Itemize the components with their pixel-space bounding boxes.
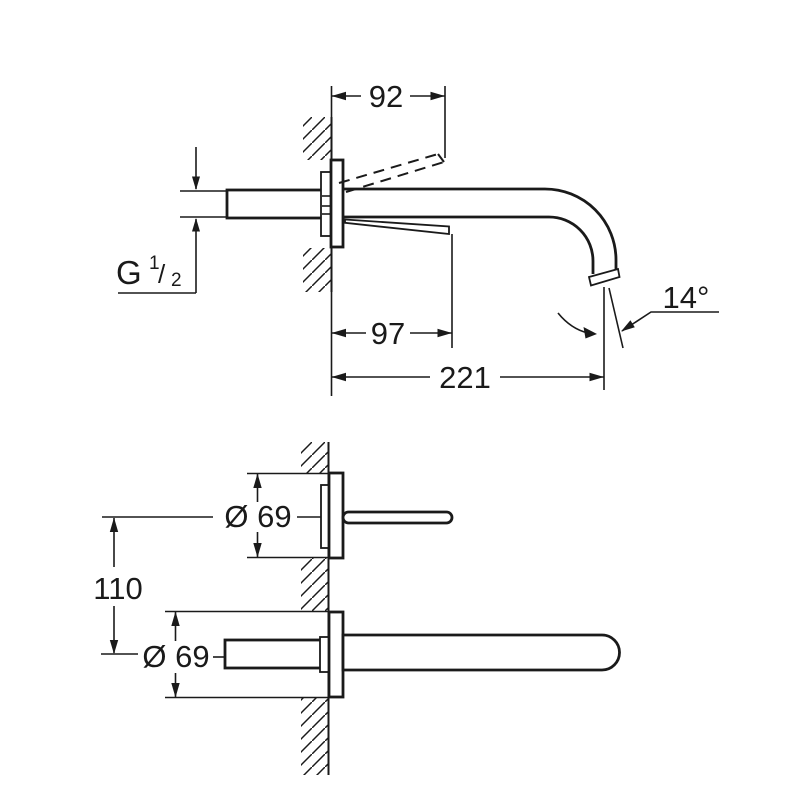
lever-rest-wedge — [344, 218, 450, 236]
escutcheon-side — [329, 158, 345, 249]
escutcheon — [327, 471, 345, 560]
installation-view: Ø 69 110 Ø 69 — [93, 442, 621, 775]
cartridge-ticks — [322, 195, 330, 215]
dimension-value: 92 — [369, 79, 403, 114]
arrowhead-down — [109, 640, 119, 654]
arrowhead-left — [331, 372, 346, 382]
thread-stem — [180, 188, 333, 220]
handle-unit — [297, 471, 454, 560]
lever-rod — [341, 510, 454, 525]
arrowhead-right — [430, 91, 445, 101]
inwall-supply-body — [223, 638, 329, 670]
dimension-angle-14: 14° — [557, 280, 719, 349]
stream-angle-line — [608, 287, 624, 349]
lever-dashed-tip — [437, 153, 445, 163]
spout-unit — [223, 610, 621, 699]
dimension-221: 221 — [331, 287, 605, 395]
wall-hatch-bottom — [301, 697, 328, 775]
arrowhead-leader — [621, 320, 635, 332]
thread-label-slash: / — [158, 259, 166, 289]
thread-label-numerator: 1 — [149, 253, 160, 274]
arrowhead-up — [109, 517, 119, 532]
dimension-97: 97 — [331, 234, 453, 351]
lever-raised-dashed — [338, 153, 445, 193]
arrowhead-up — [192, 218, 200, 232]
arrowhead-down — [192, 176, 200, 190]
wall-hatch-middle — [301, 558, 328, 612]
spout-inner-edge — [343, 215, 595, 274]
arrowhead-left — [331, 91, 346, 101]
stem-body — [225, 188, 333, 220]
wall-hatch-upper — [303, 117, 331, 160]
dimension-92: 92 — [331, 79, 446, 158]
wall-hatch-top — [301, 442, 328, 473]
dimension-diameter-top: Ø 69 — [224, 472, 328, 559]
arrowhead-down — [253, 543, 262, 558]
dimension-110: 110 — [93, 516, 213, 655]
arrowhead-left — [331, 328, 346, 338]
inwall-body — [320, 171, 332, 237]
dimension-value: Ø 69 — [224, 499, 291, 534]
arrowhead-right — [437, 328, 452, 338]
dimension-value: Ø 69 — [142, 639, 209, 674]
wall-hatch-lower — [303, 248, 331, 292]
dimension-diameter-bottom: Ø 69 — [142, 610, 328, 699]
angle-arc — [557, 312, 589, 334]
side-view: G 1 / 2 92 97 — [116, 79, 719, 396]
spout-bar — [341, 633, 621, 672]
thread-label-denominator: 2 — [171, 270, 182, 291]
arrowhead-up — [171, 611, 180, 626]
dimension-thread: G 1 / 2 — [116, 147, 200, 294]
dimension-value: 97 — [371, 316, 405, 351]
dimension-value: 221 — [439, 360, 491, 395]
escutcheon — [327, 610, 345, 699]
angle-value: 14° — [663, 280, 710, 315]
arrowhead-arc — [583, 327, 597, 339]
spout-outer-edge — [343, 187, 618, 272]
thread-label-g: G — [116, 254, 142, 291]
aerator-tip — [587, 267, 621, 287]
wall-section — [301, 442, 330, 775]
arrowhead-right — [589, 372, 604, 382]
arrowhead-up — [253, 473, 262, 488]
dimension-value: 110 — [93, 571, 142, 606]
arrowhead-down — [171, 683, 180, 698]
spout-outline — [343, 187, 621, 287]
